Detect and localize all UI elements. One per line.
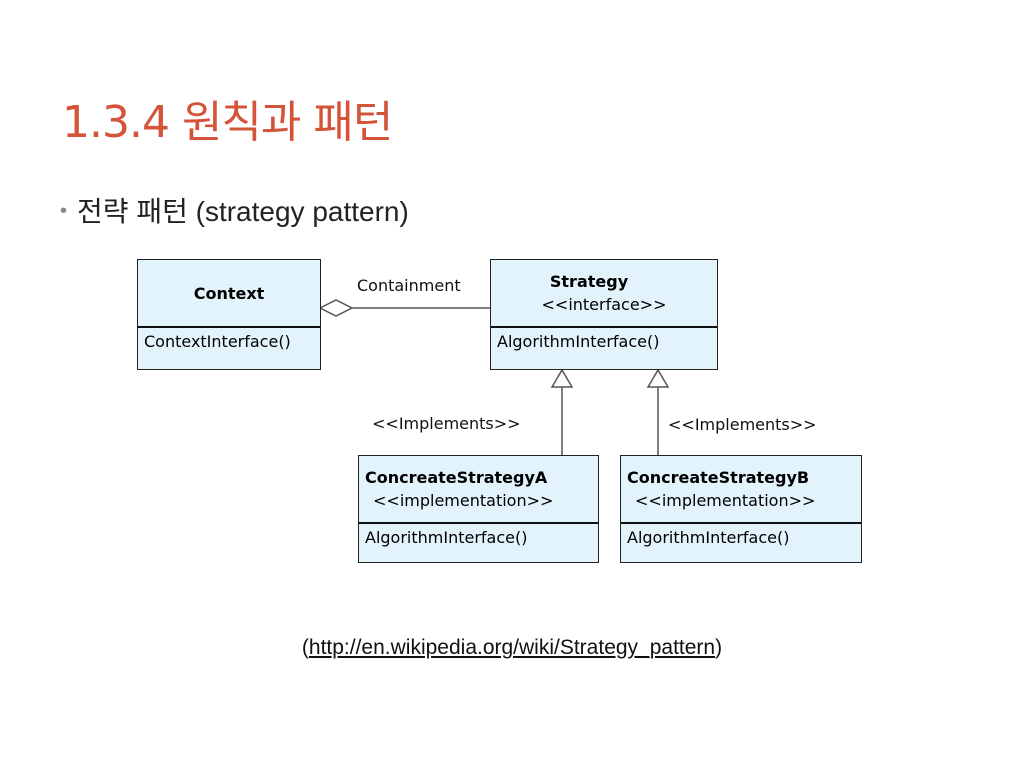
source-open-paren: ( [301, 636, 309, 659]
strategy-class-header: Strategy <<interface>> [491, 260, 717, 328]
slide-title: 1.3.4 원칙과 패턴 [62, 97, 393, 148]
concrete-strategy-b-box: ConcreateStrategyB <<implementation>> Al… [620, 455, 862, 563]
context-class-name: Context [193, 283, 265, 303]
concrete-strategy-b-stereotype: <<implementation>> [635, 491, 816, 510]
concrete-strategy-b-header: ConcreateStrategyB <<implementation>> [621, 456, 861, 524]
concrete-strategy-a-header: ConcreateStrategyA <<implementation>> [359, 456, 598, 524]
strategy-stereotype: <<interface>> [541, 295, 667, 314]
context-operation: ContextInterface() [144, 332, 291, 351]
strategy-class-name: Strategy [549, 272, 629, 291]
bullet-text: 전략 패턴 (strategy pattern) [77, 196, 409, 227]
source-citation: (http://en.wikipedia.org/wiki/Strategy_p… [0, 636, 1024, 660]
implements-arrow-a [550, 368, 574, 388]
strategy-operation: AlgorithmInterface() [497, 332, 660, 351]
concrete-strategy-b-operation: AlgorithmInterface() [627, 528, 790, 547]
context-class-header: Context [138, 260, 320, 328]
bullet-dot: • [60, 200, 68, 222]
source-link[interactable]: http://en.wikipedia.org/wiki/Strategy_pa… [308, 636, 716, 659]
concrete-strategy-a-operation: AlgorithmInterface() [365, 528, 528, 547]
implements-arrow-b [646, 368, 670, 388]
concrete-strategy-a-name: ConcreateStrategyA [365, 468, 548, 487]
containment-label: Containment [357, 276, 461, 295]
implements-label-b: <<Implements>> [668, 415, 817, 434]
implements-label-a: <<Implements>> [372, 414, 521, 433]
bullet-item: • 전략 패턴 (strategy pattern) [60, 190, 409, 230]
source-close-paren: ) [715, 636, 723, 659]
aggregation-diamond [318, 299, 354, 317]
context-class-box: Context ContextInterface() [137, 259, 321, 370]
concrete-strategy-a-stereotype: <<implementation>> [373, 491, 554, 510]
concrete-strategy-a-box: ConcreateStrategyA <<implementation>> Al… [358, 455, 599, 563]
strategy-class-box: Strategy <<interface>> AlgorithmInterfac… [490, 259, 718, 370]
concrete-strategy-b-name: ConcreateStrategyB [627, 468, 810, 487]
